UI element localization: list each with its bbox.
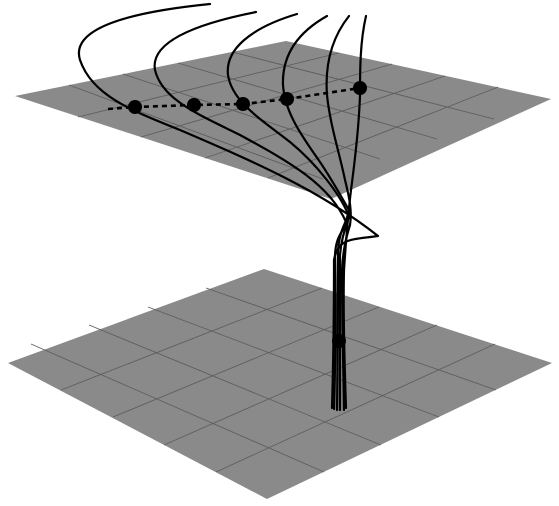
lower-plane-surface [8,269,552,499]
lower-plane [8,269,552,499]
trajectory-curves [77,2,380,412]
upper-plane-points [128,81,367,114]
upper-point-1 [128,100,142,114]
upper-plane [15,41,551,199]
trajectory-curve-3 [226,12,350,412]
upper-point-5 [353,81,367,95]
trajectory-curve-6 [342,14,368,410]
trajectory-curve-1 [77,2,380,410]
focal-point [332,334,346,348]
trajectory-curve-4 [281,14,352,412]
upper-point-2 [187,98,201,112]
upper-point-4 [280,92,294,106]
upper-plane-surface [15,41,551,199]
trajectory-curve-2 [153,10,348,411]
upper-point-3 [236,97,250,111]
